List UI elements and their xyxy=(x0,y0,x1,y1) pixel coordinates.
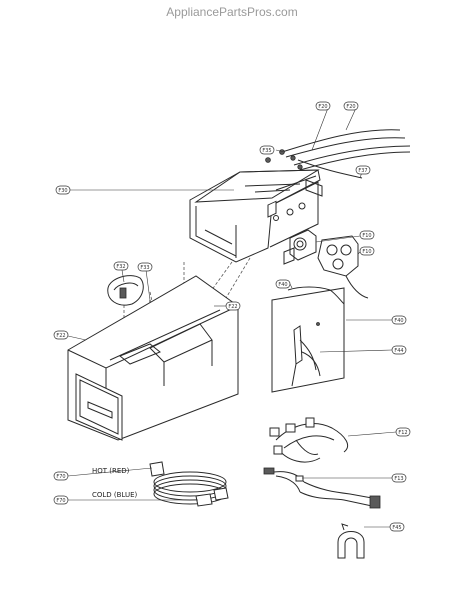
callout-text: F30 xyxy=(58,188,67,194)
callout-c-valve2[interactable]: F10 xyxy=(359,246,375,256)
callout-c-hot[interactable]: F70 xyxy=(53,471,69,481)
leader-lines xyxy=(67,107,397,528)
callout-c-top3[interactable]: F35 xyxy=(259,145,275,155)
callout-c-spring[interactable]: F22 xyxy=(225,301,241,311)
callout-c-sensor2[interactable]: F40 xyxy=(391,315,407,325)
dispenser-drawer xyxy=(67,275,239,441)
hot-cold-inlet-hoses xyxy=(149,461,229,507)
callout-text: F45 xyxy=(392,525,401,531)
softener-cap xyxy=(107,275,144,306)
callout-text: F37 xyxy=(358,168,367,174)
callout-c-clip[interactable]: F45 xyxy=(389,522,405,532)
callout-c-harness1[interactable]: F12 xyxy=(395,427,411,437)
callout-text: F35 xyxy=(262,148,271,154)
inlet-hoses xyxy=(265,129,411,179)
callout-c-cold[interactable]: F70 xyxy=(53,495,69,505)
callout-c-cap2[interactable]: F33 xyxy=(137,262,153,272)
watermark: AppliancePartsPros.com xyxy=(166,5,298,19)
callout-text: F44 xyxy=(394,348,403,354)
callout-text: F20 xyxy=(346,104,355,110)
callout-text: F22 xyxy=(228,304,237,310)
callout-c-valve1[interactable]: F10 xyxy=(359,230,375,240)
callout-text: F10 xyxy=(362,233,371,239)
callout-text: F20 xyxy=(318,104,327,110)
callout-c-sensor3[interactable]: F44 xyxy=(391,345,407,355)
hot-hose-label: HOT (RED) xyxy=(92,467,130,475)
callout-text: F32 xyxy=(116,264,125,270)
wire-harness-lower xyxy=(263,467,381,509)
sensor-assembly-panel xyxy=(271,286,345,393)
callout-text: F40 xyxy=(394,318,403,324)
callout-bubbles: F20 F20 F35 F37 F30 F10 F10 F32 F33 F22 … xyxy=(53,101,411,532)
callout-text: F70 xyxy=(56,474,65,480)
callout-c-cap1[interactable]: F32 xyxy=(113,261,129,271)
water-valve xyxy=(283,229,369,299)
callout-c-top2[interactable]: F20 xyxy=(343,101,359,111)
callout-text: F10 xyxy=(362,249,371,255)
hose-clip xyxy=(337,523,365,559)
callout-c-top1[interactable]: F20 xyxy=(315,101,331,111)
callout-text: F40 xyxy=(278,282,287,288)
callout-text: F70 xyxy=(56,498,65,504)
callout-c-sensor1[interactable]: F40 xyxy=(275,279,291,289)
wire-harness-upper xyxy=(269,417,348,463)
callout-c-tray[interactable]: F22 xyxy=(53,330,69,340)
callout-c-harness2[interactable]: F13 xyxy=(391,473,407,483)
cold-hose-label: COLD (BLUE) xyxy=(92,491,138,499)
callout-text: F12 xyxy=(398,430,407,436)
callout-text: F33 xyxy=(140,265,149,271)
callout-text: F13 xyxy=(394,476,403,482)
callout-text: F22 xyxy=(56,333,65,339)
dispenser-housing xyxy=(189,169,323,263)
callout-c-housing[interactable]: F30 xyxy=(55,185,71,195)
callout-c-top4[interactable]: F37 xyxy=(355,165,371,175)
